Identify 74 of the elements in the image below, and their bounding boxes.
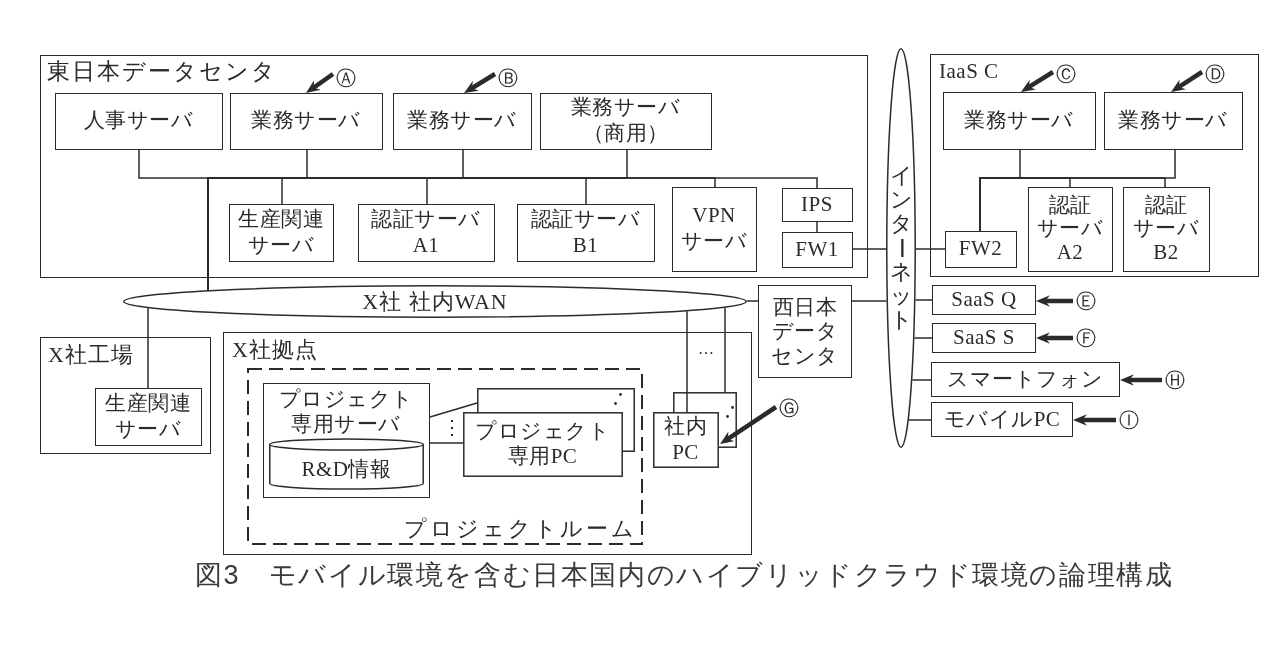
datacenter-frame bbox=[40, 55, 868, 278]
device-box: IPS bbox=[781, 187, 853, 222]
network-line bbox=[914, 299, 933, 301]
box-title: プロジェクト専用サーバ bbox=[277, 386, 415, 437]
network-line bbox=[816, 221, 818, 233]
site-frame bbox=[223, 332, 752, 555]
frame-title: プロジェクトルーム bbox=[403, 516, 637, 542]
network-line bbox=[746, 300, 759, 302]
server-box: 生産関連サーバ bbox=[94, 387, 202, 446]
network-line bbox=[913, 337, 933, 339]
network-line bbox=[147, 307, 149, 389]
callout-letter: Ⓐ bbox=[332, 65, 359, 90]
callout-arrow bbox=[1171, 70, 1204, 92]
server-box: 業務サーバ bbox=[942, 91, 1096, 150]
network-line bbox=[851, 300, 888, 302]
network-line bbox=[911, 379, 932, 381]
server-box: 生産関連サーバ bbox=[228, 203, 334, 262]
device-box: FW2 bbox=[944, 230, 1017, 268]
pc-label: 社内PC bbox=[663, 413, 708, 466]
server-box: 認証サーバB2 bbox=[1122, 186, 1210, 272]
device-box: モバイルPC bbox=[931, 402, 1073, 437]
network-line bbox=[852, 248, 887, 250]
callout-letter: Ⓓ bbox=[1201, 61, 1228, 86]
network-ellipse: インターネット bbox=[886, 48, 916, 448]
callout-arrow bbox=[1073, 414, 1116, 426]
pc-stack bbox=[652, 391, 737, 468]
server-box bbox=[262, 382, 430, 498]
callout-arrow bbox=[464, 72, 497, 94]
callout-arrow bbox=[720, 405, 778, 445]
callout-letter: Ⓔ bbox=[1073, 289, 1099, 313]
network-line bbox=[429, 442, 464, 444]
network-line bbox=[979, 177, 1166, 232]
figure-caption: 図3 モバイル環境を含む日本国内のハイブリッドクラウド環境の論理構成 bbox=[195, 559, 1174, 592]
device-box: FW1 bbox=[781, 231, 853, 268]
server-box: 業務サーバ bbox=[229, 92, 383, 150]
callout-arrow bbox=[1036, 295, 1073, 307]
callout-arrow bbox=[1020, 70, 1055, 92]
frame-title: X社拠点 bbox=[232, 337, 318, 363]
server-box: 人事サーバ bbox=[54, 92, 223, 150]
callout-arrow bbox=[1120, 374, 1162, 386]
network-line bbox=[907, 419, 932, 421]
server-box: 業務サーバ（商用） bbox=[539, 92, 712, 150]
service-box: SaaS Q bbox=[932, 285, 1036, 315]
callout-letter: Ⓒ bbox=[1052, 61, 1079, 86]
server-box: 認証サーバA1 bbox=[357, 203, 495, 262]
site-frame bbox=[40, 337, 211, 454]
callout-arrow bbox=[306, 72, 335, 94]
callout-arrow bbox=[1036, 332, 1073, 344]
server-box: 認証サーバB1 bbox=[516, 203, 655, 262]
pc-label: プロジェクト専用PC bbox=[474, 417, 611, 470]
frame-title: IaaS C bbox=[939, 59, 999, 84]
database-cylinder: R&D情報 bbox=[269, 439, 424, 489]
room-frame bbox=[246, 367, 643, 545]
frame-title: X社工場 bbox=[48, 342, 134, 368]
ellipsis-mark: … bbox=[698, 341, 714, 357]
callout-letter: Ⓗ bbox=[1162, 368, 1188, 392]
device-box: スマートフォン bbox=[931, 362, 1120, 397]
cloud-frame bbox=[930, 54, 1259, 277]
callout-letter: Ⓖ bbox=[776, 396, 802, 420]
server-box: VPNサーバ bbox=[671, 186, 757, 272]
ellipsis-mark: ⋮ bbox=[442, 417, 462, 437]
callout-letter: Ⓑ bbox=[494, 65, 521, 90]
datacenter-box: 西日本データセンタ bbox=[758, 285, 852, 378]
network-line bbox=[686, 310, 688, 413]
frame-title: 東日本データセンタ bbox=[47, 59, 277, 86]
service-box: SaaS S bbox=[932, 323, 1036, 353]
server-box: 業務サーバ bbox=[392, 92, 532, 150]
network-line bbox=[915, 248, 946, 250]
callout-letter: Ⓕ bbox=[1073, 326, 1099, 350]
callout-letter: Ⓘ bbox=[1116, 408, 1142, 432]
server-box: 業務サーバ bbox=[1103, 91, 1243, 150]
network-ellipse: X社 社内WAN bbox=[123, 285, 747, 318]
pc-stack bbox=[462, 387, 635, 477]
server-box: 認証サーバA2 bbox=[1027, 186, 1113, 272]
